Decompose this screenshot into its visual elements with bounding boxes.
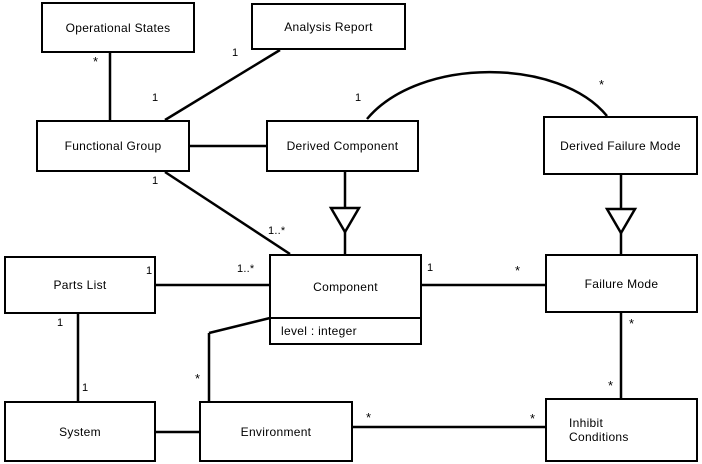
class-name-parts-list: Parts List (53, 278, 107, 292)
class-name-component: Component (313, 279, 378, 294)
multiplicity-failure-mode-component: * (515, 263, 521, 278)
assoc-functional-group-component (164, 170, 291, 256)
class-name-system: System (59, 424, 101, 439)
class-attribute-component-level: level : integer (271, 317, 420, 343)
generalization-arrow-derived-component (328, 206, 362, 235)
class-name-derived-failure-mode: Derived Failure Mode (560, 138, 681, 153)
multiplicity-environment-inhibit: * (366, 410, 372, 425)
multiplicity-failure-mode-inhibit: * (629, 316, 635, 331)
multiplicity-operational-states-functional-group: * (93, 54, 99, 69)
multiplicity-parts-list-component: 1 (146, 265, 153, 277)
class-name-derived-component: Derived Component (286, 139, 399, 153)
class-name-analysis-report: Analysis Report (284, 19, 373, 34)
class-box-derived-component[interactable]: Derived Component (266, 120, 419, 172)
multiplicity-functional-group-component: 1 (152, 175, 159, 187)
multiplicity-inhibit-environment: * (530, 411, 536, 426)
class-box-parts-list[interactable]: Parts List (4, 256, 156, 314)
class-box-failure-mode[interactable]: Failure Mode (545, 254, 698, 313)
class-box-component[interactable]: Component level : integer (269, 254, 422, 345)
multiplicity-component-functional-group: 1..* (268, 225, 286, 237)
multiplicity-system-parts-list: 1 (82, 382, 89, 394)
multiplicity-environment-component: * (195, 371, 201, 386)
class-name-operational-states: Operational States (65, 20, 171, 35)
multiplicity-component-parts-list: 1..* (237, 263, 255, 275)
multiplicity-derived-component-arc: 1 (355, 92, 362, 104)
multiplicity-derived-failure-mode-arc: * (599, 77, 605, 92)
multiplicity-functional-group-analysis-report: 1 (152, 92, 159, 104)
generalization-arrow-derived-failure-mode (604, 207, 638, 236)
class-name-inhibit-conditions: Inhibit Conditions (569, 416, 629, 444)
class-box-analysis-report[interactable]: Analysis Report (251, 3, 406, 50)
class-name-functional-group: Functional Group (64, 139, 162, 153)
class-name-environment: Environment (240, 424, 312, 439)
class-box-inhibit-conditions[interactable]: Inhibit Conditions (545, 398, 698, 462)
assoc-derived-component-derived-failure-mode (366, 70, 608, 120)
assoc-component-environment-diagonal (208, 316, 271, 335)
multiplicity-analysis-report-lower: 1 (232, 47, 239, 59)
multiplicity-component-failure-mode: 1 (427, 262, 434, 274)
multiplicity-parts-list-system: 1 (57, 317, 64, 329)
class-box-operational-states[interactable]: Operational States (41, 2, 195, 53)
class-box-functional-group[interactable]: Functional Group (36, 120, 190, 172)
class-box-derived-failure-mode[interactable]: Derived Failure Mode (543, 116, 698, 175)
class-box-system[interactable]: System (4, 401, 156, 462)
assoc-analysis-report-functional-group (164, 48, 281, 122)
class-box-environment[interactable]: Environment (199, 401, 353, 462)
class-name-failure-mode: Failure Mode (584, 276, 659, 291)
multiplicity-inhibit-failure-mode: * (608, 378, 614, 393)
